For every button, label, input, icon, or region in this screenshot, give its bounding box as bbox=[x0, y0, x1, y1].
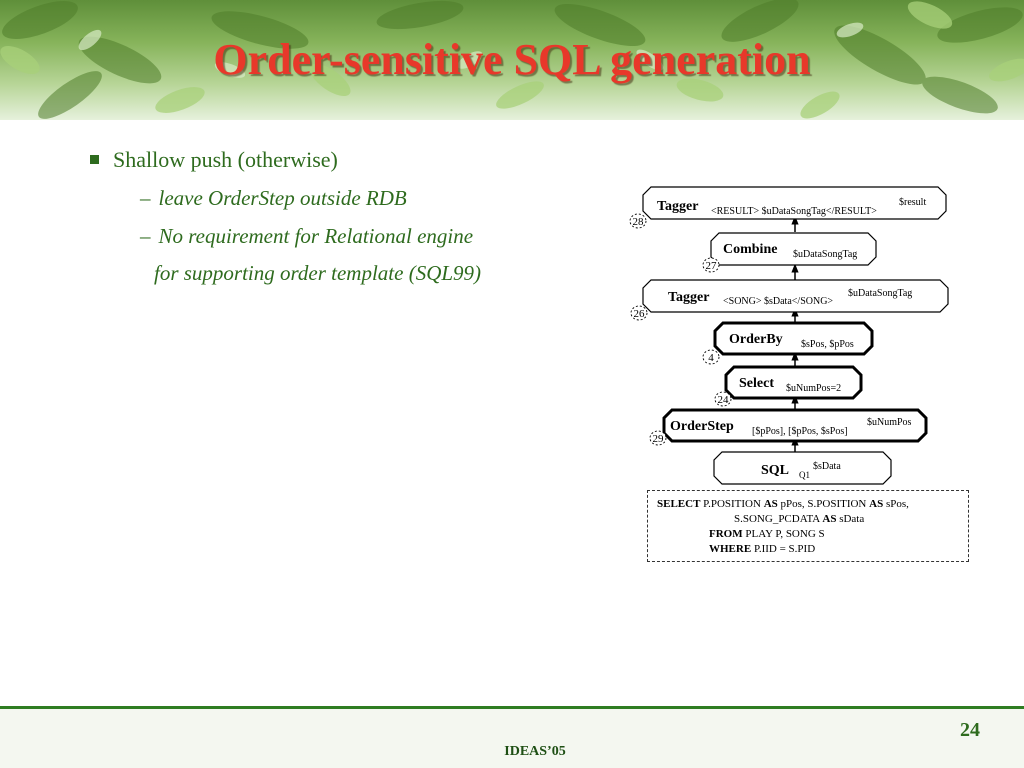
svg-text:4: 4 bbox=[708, 352, 714, 364]
node-id-badge: 29 bbox=[649, 430, 667, 446]
slide-title: Order-sensitive SQL generation bbox=[213, 35, 811, 84]
bullet-sub-1-text: leave OrderStep outside RDB bbox=[158, 186, 407, 210]
node-argument: $uNumPos=2 bbox=[786, 383, 841, 394]
bullet-sub-2: –No requirement for Relational engine bbox=[140, 224, 473, 249]
header-banner: Order-sensitive SQL generation bbox=[0, 0, 1024, 120]
node-label: Combine bbox=[723, 242, 777, 257]
node-label: Tagger bbox=[668, 290, 709, 305]
node-output: $uNumPos bbox=[867, 417, 912, 428]
node-argument: Q1 bbox=[799, 470, 810, 480]
node-select: Select $uNumPos=2 bbox=[724, 365, 863, 400]
node-id-badge: 27 bbox=[702, 257, 720, 273]
node-label: Tagger bbox=[657, 199, 698, 214]
node-tagger-result: Tagger <RESULT> $uDataSongTag</RESULT> $… bbox=[642, 186, 947, 220]
sql-query-box: SELECT P.POSITION AS pPos, S.POSITION AS… bbox=[647, 490, 969, 562]
node-id-badge: 28 bbox=[629, 213, 647, 229]
svg-text:28: 28 bbox=[633, 216, 645, 228]
node-argument: $sPos, $pPos bbox=[801, 339, 854, 350]
bullet-main-text: Shallow push (otherwise) bbox=[113, 147, 338, 172]
node-argument: [$pPos], [$pPos, $sPos] bbox=[752, 426, 848, 437]
node-label: Select bbox=[739, 376, 774, 391]
node-label: OrderStep bbox=[670, 419, 734, 434]
bullet-sub-1: –leave OrderStep outside RDB bbox=[140, 186, 407, 211]
footer-label: IDEAS’05 bbox=[504, 744, 566, 759]
svg-text:26: 26 bbox=[634, 308, 646, 320]
node-output: $uDataSongTag bbox=[848, 288, 912, 299]
node-sql: SQL Q1 $sData bbox=[713, 451, 892, 485]
node-orderstep: OrderStep [$pPos], [$pPos, $sPos] $uNumP… bbox=[662, 408, 928, 443]
sql-line-select: SELECT P.POSITION AS pPos, S.POSITION AS… bbox=[657, 498, 909, 510]
node-combine: Combine $uDataSongTag bbox=[710, 232, 877, 266]
dash-bullet-icon: – bbox=[140, 186, 151, 210]
page-number: 24 bbox=[960, 719, 980, 741]
node-argument: $uDataSongTag bbox=[793, 249, 857, 260]
square-bullet-icon bbox=[90, 155, 99, 164]
node-tagger-song: Tagger <SONG> $sData</SONG> $uDataSongTa… bbox=[642, 279, 949, 313]
svg-text:24: 24 bbox=[718, 394, 730, 406]
node-label: OrderBy bbox=[729, 332, 783, 347]
bullet-main: Shallow push (otherwise) bbox=[90, 147, 338, 173]
bullet-sub-2-continuation: for supporting order template (SQL99) bbox=[154, 261, 482, 285]
sql-line-where: WHERE P.IID = S.PID bbox=[709, 543, 816, 555]
svg-text:27: 27 bbox=[706, 260, 718, 272]
node-argument: <SONG> $sData</SONG> bbox=[723, 296, 833, 307]
sql-line-select-cont: S.SONG_PCDATA AS sData bbox=[734, 513, 865, 525]
node-id-badge: 26 bbox=[630, 305, 648, 321]
node-argument: <RESULT> $uDataSongTag</RESULT> bbox=[711, 206, 877, 217]
node-id-badge: 4 bbox=[702, 349, 720, 365]
node-orderby: OrderBy $sPos, $pPos bbox=[713, 321, 874, 356]
svg-text:29: 29 bbox=[653, 433, 665, 445]
node-output: $sData bbox=[813, 461, 841, 472]
node-output: $result bbox=[899, 197, 926, 208]
node-id-badge: 24 bbox=[714, 391, 732, 407]
leaf-background-image bbox=[0, 0, 1024, 119]
footer bbox=[0, 709, 1024, 768]
sql-line-from: FROM PLAY P, SONG S bbox=[709, 528, 825, 540]
bullet-sub-2-text: No requirement for Relational engine bbox=[158, 224, 474, 248]
footer-rule bbox=[0, 706, 1024, 709]
dash-bullet-icon: – bbox=[140, 224, 151, 248]
node-label: SQL bbox=[761, 463, 789, 478]
